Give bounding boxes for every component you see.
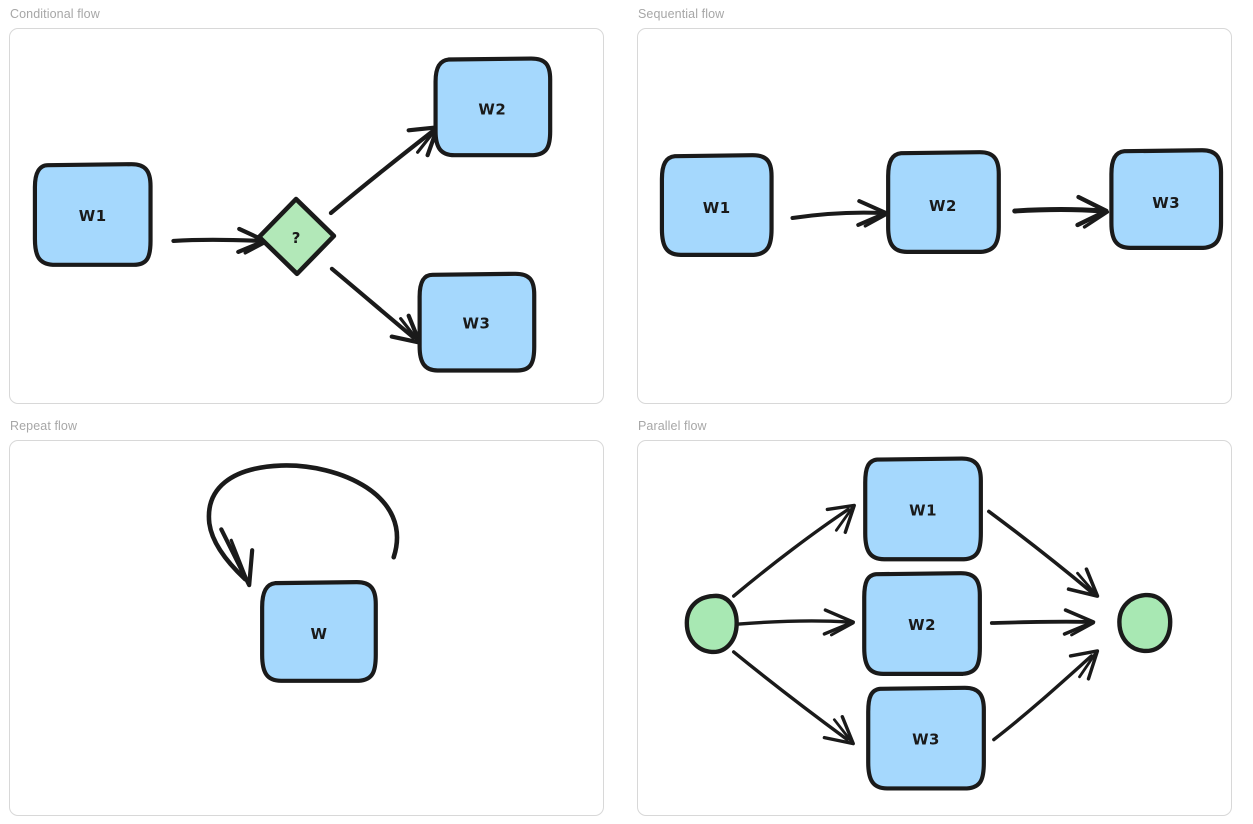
edge-cond-to-w2 bbox=[328, 125, 440, 216]
sequential-flow-svg: W1 W2 W3 bbox=[659, 148, 1224, 257]
edge-w3-to-join bbox=[992, 649, 1100, 742]
diagram-canvas-sequential-flow[interactable]: W1 W2 W3 bbox=[637, 28, 1232, 404]
parallel-flow-svg: W1 W2 W3 bbox=[684, 456, 1173, 791]
panel-label-sequential-flow: Sequential flow bbox=[638, 7, 725, 21]
node-w3[interactable]: W3 bbox=[866, 685, 986, 791]
panel-repeat-flow: Repeat flow W bbox=[0, 412, 616, 824]
panel-label-repeat-flow: Repeat flow bbox=[10, 419, 78, 433]
node-w1[interactable]: W1 bbox=[659, 153, 774, 257]
node-w3-label: W3 bbox=[462, 315, 490, 333]
node-w2[interactable]: W2 bbox=[433, 56, 553, 158]
node-fork[interactable] bbox=[684, 593, 739, 655]
panel-conditional-flow: Conditional flow bbox=[0, 0, 616, 412]
panel-label-parallel-flow: Parallel flow bbox=[638, 419, 707, 433]
diagram-canvas-repeat-flow[interactable]: W bbox=[9, 440, 604, 816]
node-decision-label: ? bbox=[292, 229, 301, 247]
node-w1-label: W1 bbox=[909, 501, 937, 519]
node-w[interactable]: W bbox=[260, 580, 378, 683]
node-w3-label: W3 bbox=[1152, 194, 1180, 212]
edge-w2-to-w3 bbox=[1012, 194, 1110, 229]
node-w2-label: W2 bbox=[929, 197, 957, 215]
node-w1-label: W1 bbox=[79, 207, 107, 225]
node-w3-label: W3 bbox=[912, 731, 940, 749]
edge-w1-to-cond bbox=[171, 226, 268, 255]
node-w1-label: W1 bbox=[703, 199, 731, 217]
edge-w2-to-join bbox=[989, 608, 1096, 637]
edge-fork-to-w2 bbox=[736, 608, 855, 637]
node-w2[interactable]: W2 bbox=[862, 571, 982, 676]
edge-w1-to-join bbox=[987, 509, 1100, 598]
node-w3[interactable]: W3 bbox=[417, 271, 537, 373]
node-w1[interactable]: W1 bbox=[863, 456, 983, 562]
panel-parallel-flow: Parallel flow bbox=[628, 412, 1244, 824]
conditional-flow-svg: W1 ? W2 W3 bbox=[32, 56, 553, 373]
node-w3[interactable]: W3 bbox=[1109, 148, 1224, 250]
edge-w-loop-back bbox=[206, 463, 400, 588]
edge-cond-to-w3 bbox=[329, 266, 422, 345]
node-join[interactable] bbox=[1117, 592, 1173, 654]
node-w2-label: W2 bbox=[478, 100, 506, 118]
edge-w1-to-w2 bbox=[790, 199, 889, 228]
diagram-canvas-parallel-flow[interactable]: W1 W2 W3 bbox=[637, 440, 1232, 816]
node-w1[interactable]: W1 bbox=[32, 162, 153, 267]
edge-fork-to-w3 bbox=[731, 650, 855, 746]
node-decision[interactable]: ? bbox=[256, 196, 337, 277]
node-w2[interactable]: W2 bbox=[886, 150, 1001, 254]
edge-fork-to-w1 bbox=[731, 503, 856, 598]
diagram-canvas-conditional-flow[interactable]: W1 ? W2 W3 bbox=[9, 28, 604, 404]
repeat-flow-svg: W bbox=[206, 463, 400, 683]
node-w2-label: W2 bbox=[908, 616, 936, 634]
panel-sequential-flow: Sequential flow W1 bbox=[628, 0, 1244, 412]
node-w-label: W bbox=[310, 625, 327, 643]
panel-label-conditional-flow: Conditional flow bbox=[10, 7, 100, 21]
